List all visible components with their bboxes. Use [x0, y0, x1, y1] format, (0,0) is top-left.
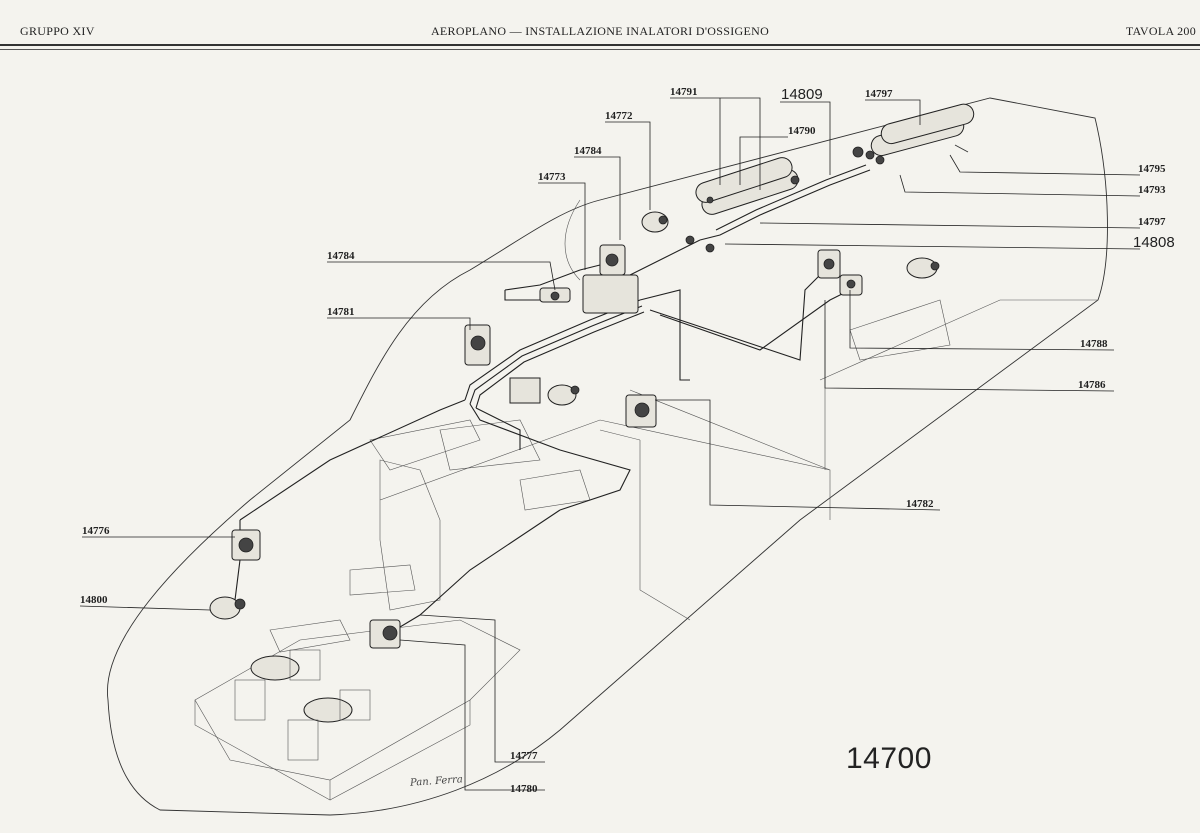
header-rule-top [0, 44, 1200, 46]
plate-number: TAVOLA 200 [1125, 24, 1196, 38]
mask-upper [641, 211, 669, 233]
mask-rear [906, 257, 940, 279]
regulator-14776 [231, 529, 261, 561]
group-label: GRUPPO XIV [20, 24, 95, 38]
drawing-number: 14700 [846, 742, 932, 775]
page-header: GRUPPO XIV AEROPLANO — INSTALLAZIONE INA… [0, 0, 1200, 50]
callout-14773: 14773 [538, 171, 566, 183]
callout-14776: 14776 [82, 525, 110, 537]
callout-14777: 14777 [510, 750, 538, 762]
oxygen-bottles-rear [865, 103, 975, 160]
oxygen-bottles-front [695, 157, 800, 215]
plate-title: AEROPLANO — INSTALLAZIONE INALATORI D'OS… [430, 24, 770, 38]
oxygen-pipe-runs [234, 164, 871, 631]
callout-14809: 14809 [781, 86, 823, 103]
mask-14800 [209, 596, 246, 620]
regulator-panel-central [582, 244, 639, 314]
fuselage-outline [107, 97, 1108, 816]
callout-14793: 14793 [1138, 184, 1166, 196]
header-rule-bottom [0, 49, 1200, 50]
callout-14795: 14795 [1138, 163, 1166, 175]
callout-14790: 14790 [788, 125, 816, 137]
callout-labels: 14791 14809 14797 14772 14790 14784 1479… [80, 86, 1175, 795]
callout-14784-left: 14784 [327, 250, 355, 262]
callout-14782: 14782 [906, 498, 934, 510]
mask-center [509, 377, 580, 406]
pipe-fitting-14808 [685, 235, 715, 253]
regulator-14788 [839, 274, 863, 296]
callout-14788: 14788 [1080, 338, 1108, 350]
callout-14784-top: 14784 [574, 145, 602, 157]
callout-14797-right: 14797 [1138, 216, 1166, 228]
rudder-pedals [234, 649, 371, 761]
valve-14797 [852, 146, 885, 165]
regulator-14782 [625, 394, 657, 428]
callout-14772: 14772 [605, 110, 633, 122]
callout-14797-top: 14797 [865, 88, 893, 100]
callout-14780: 14780 [510, 783, 538, 795]
callout-14786: 14786 [1078, 379, 1106, 391]
regulator-rear [817, 249, 841, 279]
valve-14784 [539, 287, 571, 303]
callout-14800: 14800 [80, 594, 108, 606]
regulator-14781 [464, 324, 491, 366]
callout-14781: 14781 [327, 306, 355, 318]
callout-14791: 14791 [670, 86, 698, 98]
leader-lines [79, 97, 1141, 791]
callout-14808: 14808 [1133, 234, 1175, 251]
regulator-14780 [369, 619, 401, 649]
